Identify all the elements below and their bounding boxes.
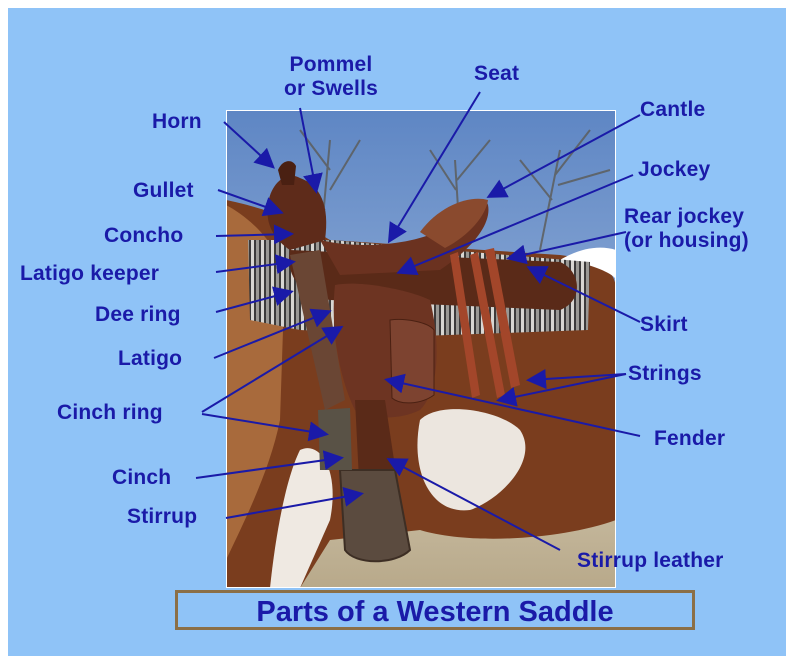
label-pommel-line1: Pommel <box>284 53 378 77</box>
label-stirrup-leather: Stirrup leather <box>577 549 724 573</box>
label-cinch-ring: Cinch ring <box>57 401 163 425</box>
label-gullet: Gullet <box>133 179 194 203</box>
label-rear-jockey-line1: Rear jockey <box>624 205 749 229</box>
arrow-cantle <box>490 115 640 196</box>
arrow-concho <box>216 234 290 236</box>
diagram-title: Parts of a Western Saddle <box>178 595 692 629</box>
label-fender: Fender <box>654 427 725 451</box>
label-pommel-line2: or Swells <box>284 77 378 101</box>
arrow-gullet <box>218 190 280 212</box>
arrow-latigo <box>214 312 328 358</box>
label-jockey: Jockey <box>638 158 710 182</box>
arrow-latigo-keeper <box>216 262 292 272</box>
arrow-stirrup <box>226 494 360 518</box>
arrow-skirt <box>530 268 640 322</box>
label-stirrup: Stirrup <box>127 505 197 529</box>
arrow-dee-ring <box>216 292 290 312</box>
label-rear-jockey-line2: (or housing) <box>624 229 749 253</box>
label-latigo: Latigo <box>118 347 182 371</box>
arrow-horn <box>224 122 272 166</box>
arrow-cinch-ring-2 <box>202 414 325 434</box>
arrow-cinch-ring-1 <box>202 328 340 412</box>
label-strings: Strings <box>628 362 702 386</box>
label-skirt: Skirt <box>640 313 688 337</box>
label-concho: Concho <box>104 224 183 248</box>
arrow-cinch <box>196 458 340 478</box>
label-pommel: Pommel or Swells <box>284 53 378 101</box>
arrow-pommel <box>300 108 316 190</box>
label-cinch: Cinch <box>112 466 171 490</box>
label-dee-ring: Dee ring <box>95 303 181 327</box>
label-seat: Seat <box>474 62 519 86</box>
arrow-rear-jockey <box>510 232 626 258</box>
arrow-seat <box>390 92 480 240</box>
title-box: Parts of a Western Saddle <box>175 590 695 630</box>
arrow-fender <box>388 380 640 436</box>
label-rear-jockey: Rear jockey (or housing) <box>624 205 749 253</box>
arrow-stirrup-leather <box>390 460 560 550</box>
label-cantle: Cantle <box>640 98 705 122</box>
label-horn: Horn <box>152 110 202 134</box>
label-latigo-keeper: Latigo keeper <box>20 262 159 286</box>
